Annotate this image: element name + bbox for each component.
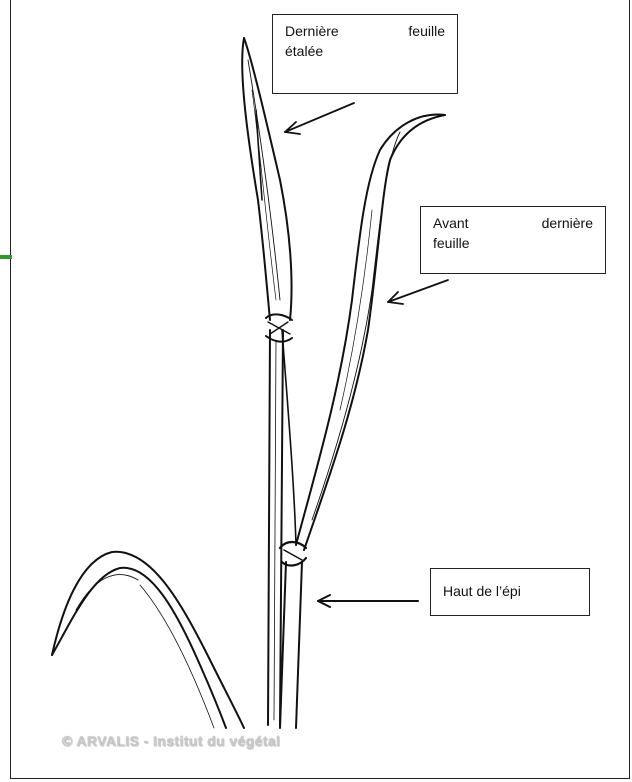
lower-sheath <box>280 562 302 728</box>
main-stem <box>268 330 283 725</box>
label-last-leaf: Dernière feuille étalée <box>272 14 458 94</box>
label-ear-top-text: Haut de l’épi <box>443 581 577 601</box>
label-ear-top: Haut de l’épi <box>430 568 590 616</box>
lower-leaf <box>52 552 244 728</box>
penultimate-leaf <box>282 115 445 550</box>
label-penultimate-leaf: Avant dernière feuille <box>420 206 606 274</box>
label-last-leaf-line2: étalée <box>285 41 445 61</box>
label-penultimate-leaf-line2: feuille <box>433 233 593 253</box>
label-last-leaf-line1: Dernière feuille <box>285 21 445 41</box>
label-penultimate-leaf-line1: Avant dernière <box>433 213 593 233</box>
arrow-flag-leaf <box>285 103 354 134</box>
copyright-watermark: © ARVALIS - Institut du végétal <box>62 733 280 749</box>
arrow-penultimate-leaf <box>388 280 448 304</box>
arrow-ear-top <box>318 595 418 607</box>
